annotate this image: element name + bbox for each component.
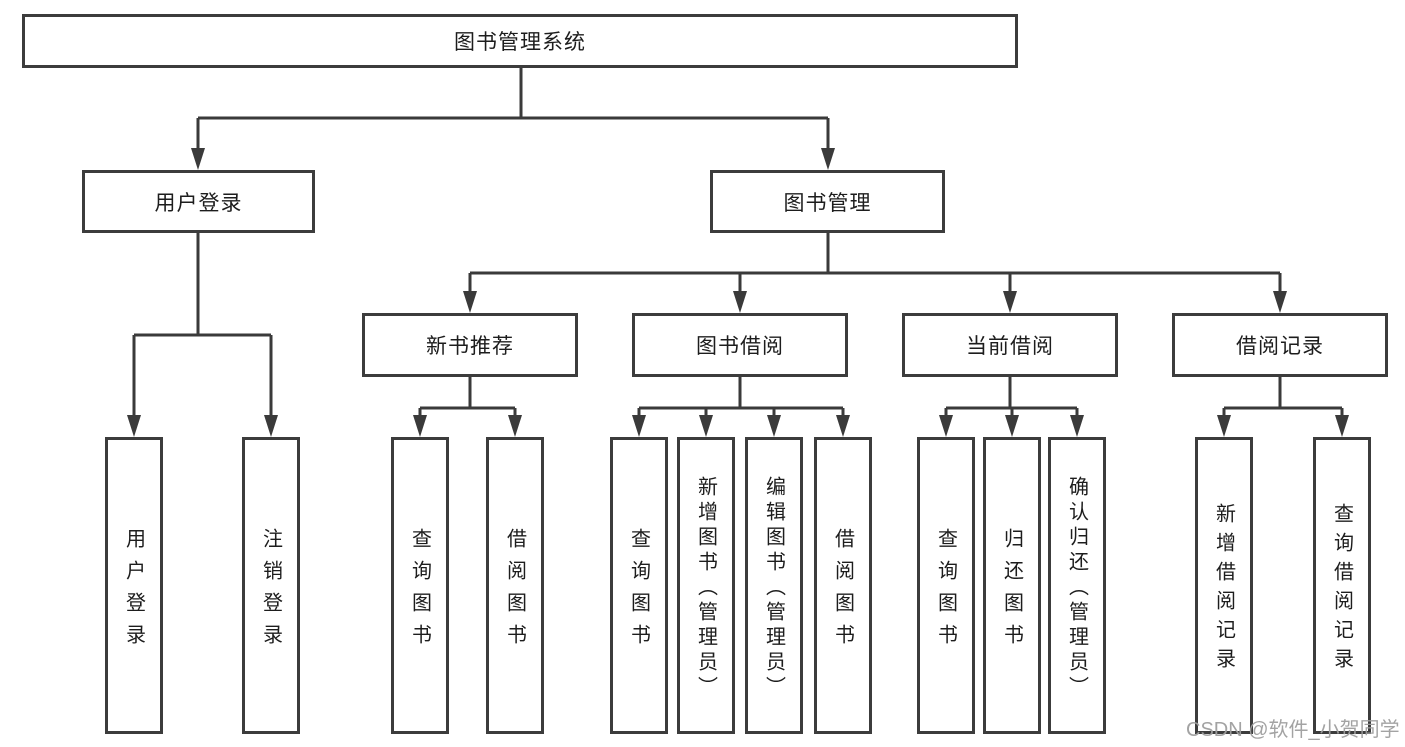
node-book-management: 图书管理 (710, 170, 945, 233)
leaf-query-books-borrowing: 查询图书 (610, 437, 668, 734)
node-label: 归还图书 (1000, 527, 1023, 656)
connector-book-management-group (468, 233, 1282, 304)
node-label: 确认归还（管理员） (1065, 475, 1088, 701)
leaf-return-books: 归还图书 (983, 437, 1041, 734)
node-label: 图书借阅 (696, 335, 784, 358)
leaf-edit-book-admin: 编辑图书（管理员） (745, 437, 803, 734)
leaf-query-borrow-record: 查询借阅记录 (1313, 437, 1371, 734)
leaf-borrow-books-borrowing: 借阅图书 (814, 437, 872, 734)
node-current-borrowing: 当前借阅 (902, 313, 1118, 377)
connector-borrow-record-group (1222, 377, 1344, 428)
node-label: 图书管理 (783, 191, 872, 215)
node-label: 查询借阅记录 (1330, 503, 1353, 677)
leaf-add-borrow-record: 新增借阅记录 (1195, 437, 1253, 734)
leaf-logout: 注销登录 (242, 437, 300, 734)
connector-user-login-group (132, 233, 273, 428)
leaf-add-book-admin: 新增图书（管理员） (677, 437, 735, 734)
leaf-query-books-current: 查询图书 (917, 437, 975, 734)
node-label: 新书推荐 (426, 335, 514, 358)
node-label: 编辑图书（管理员） (762, 475, 785, 701)
node-label: 借阅图书 (831, 527, 854, 656)
leaf-query-books-recommend: 查询图书 (391, 437, 449, 734)
connector-current-borrow-group (944, 377, 1079, 428)
leaf-confirm-return-admin: 确认归还（管理员） (1048, 437, 1106, 734)
connector-new-book-group (418, 377, 517, 428)
node-label: 查询图书 (934, 527, 957, 656)
node-label: 新增借阅记录 (1212, 503, 1235, 677)
node-label: 注销登录 (259, 527, 282, 656)
node-label: 查询图书 (627, 527, 650, 656)
connector-book-borrow-group (637, 377, 845, 428)
node-new-book-recommendation: 新书推荐 (362, 313, 578, 377)
node-label: 用户登录 (122, 527, 145, 656)
node-borrowing-records: 借阅记录 (1172, 313, 1388, 377)
leaf-borrow-books-recommend: 借阅图书 (486, 437, 544, 734)
node-label: 借阅图书 (503, 527, 526, 656)
node-label: 借阅记录 (1236, 335, 1324, 358)
node-label: 当前借阅 (966, 335, 1054, 358)
node-label: 图书管理系统 (454, 31, 586, 54)
node-label: 新增图书（管理员） (694, 475, 717, 701)
node-user-login: 用户登录 (82, 170, 315, 233)
connector-root-split (196, 68, 830, 160)
node-book-borrowing: 图书借阅 (632, 313, 848, 377)
leaf-user-login: 用户登录 (105, 437, 163, 734)
node-label: 用户登录 (154, 191, 243, 215)
node-label: 查询图书 (408, 527, 431, 656)
node-library-system: 图书管理系统 (22, 14, 1018, 68)
